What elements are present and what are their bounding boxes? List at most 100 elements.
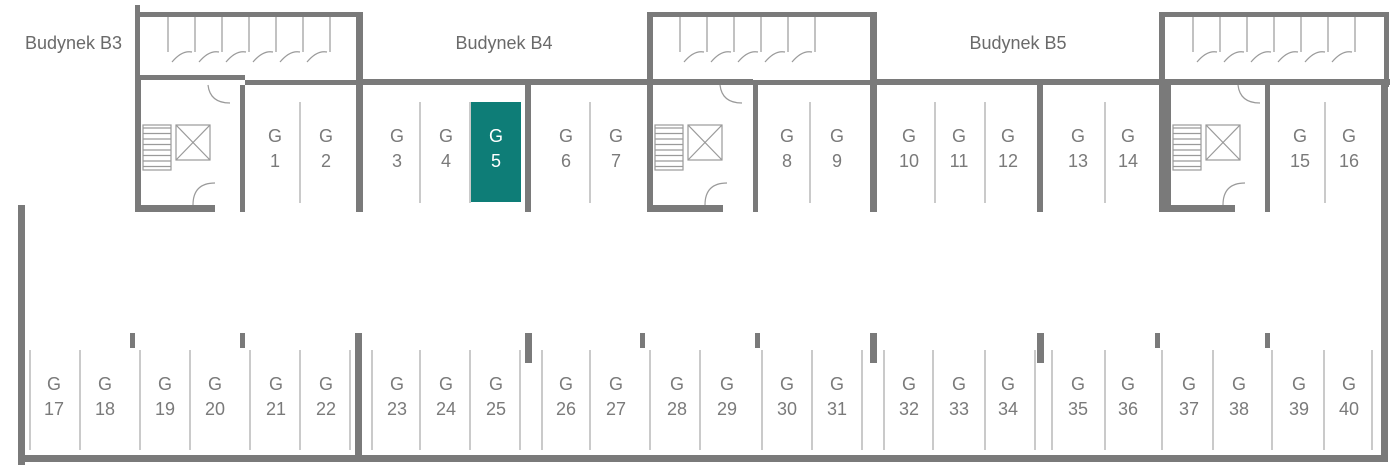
parking-spot-5[interactable]: G5 — [471, 102, 521, 202]
spot-number: 34 — [998, 399, 1018, 419]
parking-spot-37[interactable]: G37 — [1164, 352, 1214, 448]
parking-spot-7[interactable]: G7 — [591, 102, 641, 202]
spot-number: 30 — [777, 399, 797, 419]
parking-spot-38[interactable]: G38 — [1214, 352, 1264, 448]
selected-spot-highlight[interactable] — [471, 102, 521, 202]
parking-spot-4[interactable]: G4 — [421, 102, 471, 202]
spot-letter: G — [1292, 374, 1306, 394]
spot-number: 7 — [611, 151, 621, 171]
wall-segment — [135, 5, 140, 85]
spot-letter: G — [439, 126, 453, 146]
parking-spot-13[interactable]: G 13 — [1053, 102, 1103, 202]
parking-spot-9[interactable]: G9 — [812, 102, 862, 202]
door-swing — [710, 51, 732, 63]
spot-number: 3 — [392, 151, 402, 171]
parking-spot-6[interactable]: G6 — [541, 102, 591, 202]
door-swing — [1331, 51, 1353, 63]
spot-number: 22 — [316, 399, 336, 419]
parking-spot-15[interactable]: G15 — [1275, 102, 1325, 202]
door-swing — [1250, 51, 1272, 63]
wall-segment — [135, 12, 363, 17]
parking-spot-25[interactable]: G25 — [471, 352, 521, 448]
wall-segment — [870, 12, 877, 212]
building-label-b5: Budynek B5 — [969, 33, 1066, 53]
parking-spot-3[interactable]: G3 — [372, 102, 422, 202]
parking-spot-26[interactable]: G26 — [541, 352, 591, 448]
spot-letter: G — [1121, 126, 1135, 146]
parking-spot-2[interactable]: G2 — [301, 102, 351, 202]
wall-segment — [1381, 85, 1388, 462]
parking-spot-10[interactable]: G10 — [884, 102, 934, 202]
wall-segment — [640, 333, 645, 348]
spot-number: 36 — [1118, 399, 1138, 419]
parking-spot-28[interactable]: G28 — [652, 352, 702, 448]
wall-segment — [525, 85, 531, 212]
spot-letter: G — [489, 126, 503, 146]
parking-spot-24[interactable]: G 24 — [421, 352, 471, 448]
parking-spot-17[interactable]: G17 — [29, 352, 79, 448]
parking-spots: G1G2G3G4G5G6G7G8G9G10G11G12G13G14G15G16G… — [29, 102, 1374, 448]
wall-segment — [1037, 85, 1043, 212]
stair-core — [1172, 84, 1261, 206]
spot-letter: G — [1071, 126, 1085, 146]
spot-number: 2 — [321, 151, 331, 171]
spot-dividers — [29, 102, 1373, 450]
spot-letter: G — [439, 374, 453, 394]
parking-spot-14[interactable]: G14 — [1103, 102, 1153, 202]
parking-spot-22[interactable]: G22 — [301, 352, 351, 448]
spot-letter: G — [559, 374, 573, 394]
spot-letter: G — [1342, 374, 1356, 394]
spot-number: 21 — [266, 399, 286, 419]
spot-letter: G — [1342, 126, 1356, 146]
door-swing — [171, 51, 193, 63]
parking-spot-32[interactable]: G32 — [884, 352, 934, 448]
parking-spot-11[interactable]: G11 — [934, 102, 984, 202]
spot-letter: G — [208, 374, 222, 394]
wall-segment — [1384, 12, 1389, 87]
parking-spot-30[interactable]: G30 — [762, 352, 812, 448]
parking-spot-35[interactable]: G35 — [1053, 352, 1103, 448]
parking-spot-12[interactable]: G12 — [983, 102, 1033, 202]
spot-letter: G — [780, 126, 794, 146]
parking-spot-21[interactable]: G21 — [251, 352, 301, 448]
parking-spot-8[interactable]: G8 — [762, 102, 812, 202]
door-swing — [198, 51, 220, 63]
parking-spot-18[interactable]: G18 — [80, 352, 130, 448]
door-swing — [764, 51, 786, 63]
wall-segment — [363, 79, 648, 85]
parking-spot-16[interactable]: G16 — [1324, 102, 1374, 202]
spot-number: 24 — [436, 399, 456, 419]
parking-spot-19[interactable]: G19 — [140, 352, 190, 448]
parking-spot-1[interactable]: G1 — [250, 102, 300, 202]
wall-segment — [1265, 85, 1270, 212]
parking-spot-23[interactable]: G23 — [372, 352, 422, 448]
parking-spot-33[interactable]: G33 — [934, 352, 984, 448]
stair-core — [654, 84, 743, 206]
wall-segment — [135, 80, 141, 212]
wall-segment — [245, 80, 368, 85]
spot-letter: G — [902, 126, 916, 146]
spot-number: 13 — [1068, 151, 1088, 171]
parking-spot-36[interactable]: G36 — [1103, 352, 1153, 448]
spot-letter: G — [390, 126, 404, 146]
wall-segment — [1165, 80, 1171, 212]
spot-letter: G — [952, 374, 966, 394]
wall-segment — [1159, 12, 1165, 212]
parking-spot-39[interactable]: G 39 — [1274, 352, 1324, 448]
wall-segment — [1165, 79, 1390, 85]
parking-spot-27[interactable]: G27 — [591, 352, 641, 448]
parking-spot-40[interactable]: G40 — [1324, 352, 1374, 448]
parking-spot-20[interactable]: G20 — [190, 352, 240, 448]
spot-letter: G — [1001, 374, 1015, 394]
door-swing — [252, 51, 274, 63]
spot-letter: G — [98, 374, 112, 394]
spot-letter: G — [902, 374, 916, 394]
parking-spot-34[interactable]: G 34 — [983, 352, 1033, 448]
spot-number: 39 — [1289, 399, 1309, 419]
parking-spot-29[interactable]: G29 — [702, 352, 752, 448]
spot-letter: G — [609, 126, 623, 146]
wall-segment — [1155, 333, 1160, 348]
parking-spot-31[interactable]: G31 — [812, 352, 862, 448]
spot-letter: G — [559, 126, 573, 146]
